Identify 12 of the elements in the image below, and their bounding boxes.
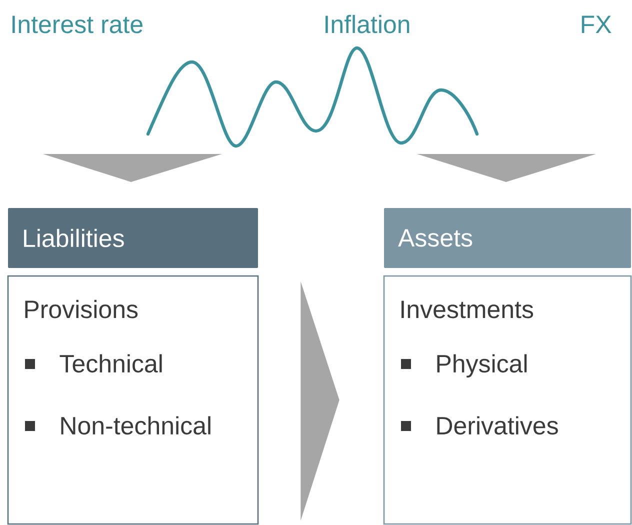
header-box: Liabilities xyxy=(8,208,258,268)
bullet-text: Physical xyxy=(437,354,527,378)
bullet-text: Derivatives xyxy=(437,416,558,435)
factor-label: Interest rate xyxy=(12,16,142,34)
factor-label: Inflation xyxy=(326,14,410,34)
bullet-text: Technical xyxy=(60,354,162,373)
factor-label: FX xyxy=(582,16,612,33)
heading-text: Investments xyxy=(402,300,534,318)
header-box: Assets xyxy=(384,208,631,268)
chevron-arrow xyxy=(300,281,340,521)
heading-text: Provisions xyxy=(25,300,138,318)
bullet-text: Non-technical xyxy=(61,416,210,435)
